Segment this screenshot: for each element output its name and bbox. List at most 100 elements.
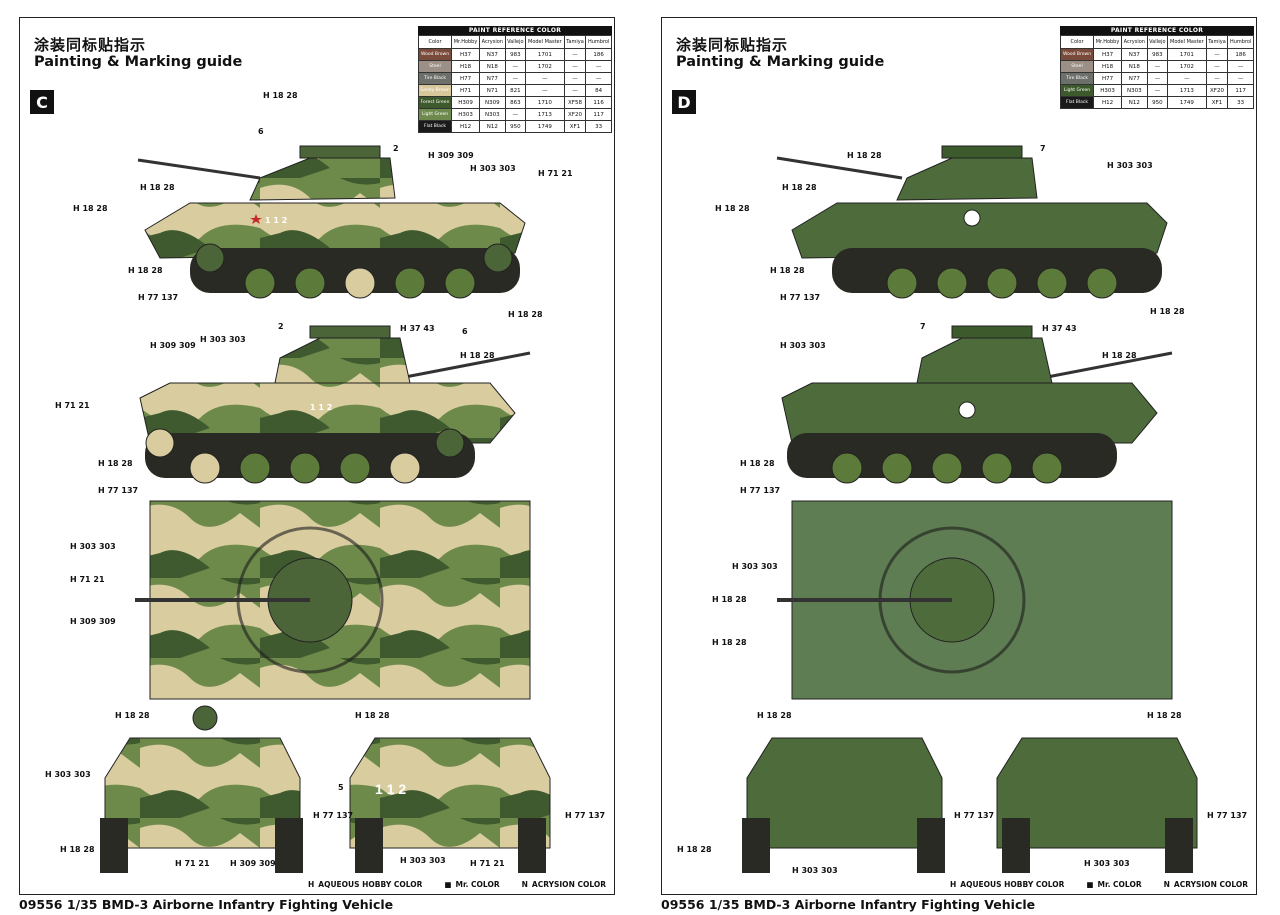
svg-text:H 303 303: H 303 303: [1084, 859, 1130, 868]
svg-text:6: 6: [462, 327, 468, 336]
svg-text:H 18 28: H 18 28: [1102, 351, 1137, 360]
svg-text:H 303 303: H 303 303: [200, 335, 246, 344]
svg-text:H 309 309: H 309 309: [428, 151, 474, 160]
svg-text:H 18 28: H 18 28: [128, 266, 163, 275]
rear-view: 1 1 2: [349, 737, 551, 873]
color-swatch: Flat Black: [1060, 96, 1094, 109]
color-swatch: Flat Black: [418, 120, 452, 133]
svg-text:H 71 21: H 71 21: [175, 859, 210, 868]
paint-code-cell: 1749: [1167, 96, 1207, 109]
svg-text:H 18 28: H 18 28: [782, 183, 817, 192]
svg-text:H 77 137: H 77 137: [313, 811, 353, 820]
product-caption-d: 09556 1/35 BMD-3 Airborne Infantry Fight…: [661, 897, 1036, 912]
svg-text:7: 7: [920, 322, 926, 331]
paint-code-cell: H12: [450, 120, 481, 133]
svg-text:H 18 28: H 18 28: [263, 91, 298, 100]
svg-text:H 77 137: H 77 137: [565, 811, 605, 820]
paint-code-cell: 950: [504, 120, 527, 133]
paint-callouts-d: H 18 28 H 18 28 H 18 28 H 18 28 H 77 137 H …: [677, 144, 1247, 875]
svg-text:H 18 28: H 18 28: [460, 351, 495, 360]
top-view: [777, 500, 1173, 700]
svg-text:H 18 28: H 18 28: [60, 845, 95, 854]
front-view: [100, 705, 303, 873]
side-view-left: [776, 145, 1168, 299]
svg-text:H 303 303: H 303 303: [45, 770, 91, 779]
front-view: [742, 737, 945, 873]
svg-text:H 18 28: H 18 28: [740, 459, 775, 468]
svg-text:H 18 28: H 18 28: [715, 204, 750, 213]
svg-text:2: 2: [393, 144, 399, 153]
color-swatch: Light Green: [1060, 84, 1094, 97]
svg-text:H 77 137: H 77 137: [740, 486, 780, 495]
svg-text:H 18 28: H 18 28: [355, 711, 390, 720]
svg-text:H 303 303: H 303 303: [1107, 161, 1153, 170]
svg-text:H 37 43: H 37 43: [1042, 324, 1077, 333]
turret-number-marking: 1 1 2: [265, 216, 287, 225]
color-swatch: Wood Brown: [1060, 48, 1094, 61]
svg-text:H 71 21: H 71 21: [70, 575, 105, 584]
svg-text:H 71 21: H 71 21: [55, 401, 90, 410]
guide-title-en: Painting & Marking guide: [34, 54, 243, 70]
svg-text:6: 6: [258, 127, 264, 136]
paint-reference-table: PAINT REFERENCE COLOR Color Mr.Hobby Acr…: [1060, 26, 1254, 109]
svg-text:H 18 28: H 18 28: [712, 595, 747, 604]
paint-code-cell: 1749: [525, 120, 565, 133]
svg-text:H 77 137: H 77 137: [138, 293, 178, 302]
scheme-letter-badge: D: [672, 90, 696, 114]
svg-text:1 1 2: 1 1 2: [375, 781, 406, 797]
svg-text:H 18 28: H 18 28: [847, 151, 882, 160]
paint-code-cell: —: [1146, 84, 1169, 97]
svg-text:H 18 28: H 18 28: [757, 711, 792, 720]
paint-code-cell: H12: [1092, 96, 1123, 109]
svg-text:H 18 28: H 18 28: [508, 310, 543, 319]
product-caption-c: 09556 1/35 BMD-3 Airborne Infantry Fight…: [19, 897, 394, 912]
color-swatch: Tire Black: [1060, 72, 1094, 85]
paint-code-cell: 33: [585, 120, 612, 133]
color-swatch: Forest Green: [418, 96, 452, 109]
svg-text:H 71 21: H 71 21: [470, 859, 505, 868]
side-view-right: 1 1 2: [139, 325, 531, 484]
vehicle-drawings-c: 1 1 2 1 1 2: [45, 91, 605, 873]
svg-text:H 303 303: H 303 303: [400, 856, 446, 865]
scheme-letter-badge: C: [30, 90, 54, 114]
guide-title-en: Painting & Marking guide: [676, 54, 885, 70]
svg-text:H 309 309: H 309 309: [70, 617, 116, 626]
svg-text:H 77 137: H 77 137: [1207, 811, 1247, 820]
top-view: [135, 500, 531, 700]
paint-callouts-c: H 18 28 H 18 28 H 18 28 H 18 28 H 77 137 H …: [45, 91, 605, 868]
svg-text:H 18 28: H 18 28: [712, 638, 747, 647]
svg-text:H 303 303: H 303 303: [792, 866, 838, 875]
color-swatch: Wood Brown: [418, 48, 452, 61]
svg-text:H 77 137: H 77 137: [780, 293, 820, 302]
svg-text:H 309 309: H 309 309: [150, 341, 196, 350]
svg-text:H 18 28: H 18 28: [1147, 711, 1182, 720]
svg-text:H 303 303: H 303 303: [780, 341, 826, 350]
painting-guide-sheet-c: 涂装同标贴指示 Painting & Marking guide C PAINT…: [19, 17, 615, 895]
color-swatch: Steel: [1060, 60, 1094, 73]
paint-reference-table: PAINT REFERENCE COLOR Color Mr.Hobby Acr…: [418, 26, 612, 133]
svg-text:H 309 309: H 309 309: [230, 859, 276, 868]
svg-text:1 1 2: 1 1 2: [310, 403, 332, 412]
guide-title-cn: 涂装同标贴指示: [676, 36, 789, 54]
paint-code-cell: 950: [1146, 96, 1169, 109]
svg-text:2: 2: [278, 322, 284, 331]
svg-text:H 303 303: H 303 303: [470, 164, 516, 173]
side-view-left: 1 1 2: [137, 145, 526, 299]
paint-code-cell: N12: [1121, 96, 1148, 109]
svg-text:7: 7: [1040, 144, 1046, 153]
svg-text:H 37 43: H 37 43: [400, 324, 435, 333]
paint-code-cell: H18: [450, 60, 481, 73]
svg-text:H 18 28: H 18 28: [140, 183, 175, 192]
